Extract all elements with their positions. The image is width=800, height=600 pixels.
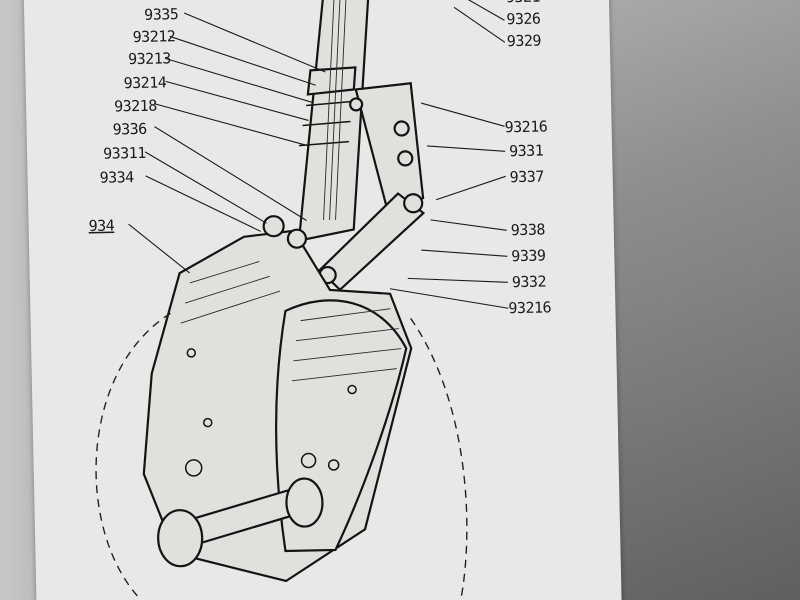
torque-link-drawing-icon [318,82,426,292]
manual-page: 9335 93212 93213 93214 93218 9336 93311 … [23,0,622,600]
part-label-934: 934 [88,216,114,235]
landing-gear-diagram: 9335 93212 93213 93214 93218 9336 93311 … [88,0,552,600]
part-label-93212: 93212 [132,27,175,46]
part-label-9331: 9331 [509,141,544,160]
part-label-9334: 9334 [99,168,134,187]
part-label-9339: 9339 [511,246,546,265]
part-label-9336: 9336 [112,120,147,139]
part-label-9337: 9337 [509,167,543,186]
landing-gear-strut-drawing-icon [297,0,370,243]
labels-left: 9335 93212 93213 93214 93218 9336 93311 … [88,5,178,235]
part-label-9332: 9332 [512,272,546,291]
part-label-9335: 9335 [144,5,178,24]
part-label-93216-lower: 93216 [508,298,551,317]
part-label-93216-upper: 93216 [504,117,547,136]
part-label-93218: 93218 [114,97,157,116]
table-background [600,0,800,600]
part-label-93311: 93311 [103,144,146,163]
leader-lines [128,0,509,309]
part-label-93214: 93214 [123,73,166,92]
labels-right: 9321 9326 9329 93216 9331 9337 9338 9339… [504,0,551,317]
part-label-9326: 9326 [506,10,541,29]
part-label-9321: 9321 [506,0,541,6]
part-label-9338: 9338 [511,220,546,239]
part-label-93213: 93213 [128,49,171,68]
part-label-9329: 9329 [507,32,542,51]
wheel-fork-drawing-icon [95,215,468,600]
